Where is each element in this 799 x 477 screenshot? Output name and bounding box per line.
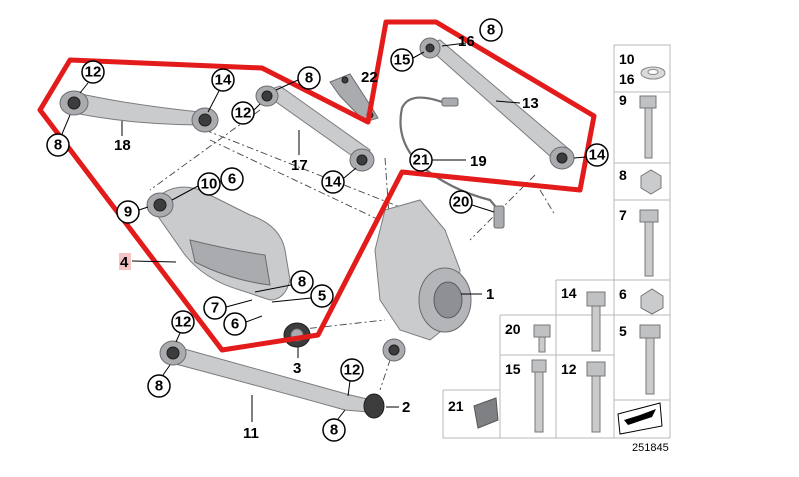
bolt-20-icon — [533, 324, 551, 338]
svg-text:14: 14 — [325, 174, 342, 191]
grid-label-7: 7 — [619, 207, 627, 223]
callout-1: 1 — [486, 286, 494, 303]
callout-8-lower: 8 — [290, 270, 314, 294]
cable-clip-icon — [473, 397, 499, 429]
wheel-carrier-1 — [374, 199, 472, 362]
svg-text:6: 6 — [231, 316, 239, 333]
callout-14-right: 14 — [585, 143, 609, 167]
callout-5: 5 — [310, 284, 334, 308]
bolt-5-icon — [639, 324, 661, 339]
grid-label-21: 21 — [448, 398, 464, 414]
callout-20: 20 — [449, 190, 473, 214]
grid-label-10: 10 — [619, 51, 635, 67]
callout-3: 3 — [293, 360, 301, 377]
callout-8-mid: 8 — [297, 66, 321, 90]
callout-8-bottom: 8 — [322, 418, 346, 442]
callout-14-mid: 14 — [321, 170, 345, 194]
bolt-12-icon — [586, 361, 606, 377]
svg-text:12: 12 — [235, 105, 252, 122]
control-arm-18 — [59, 90, 219, 133]
sensor-cable-19 — [399, 96, 505, 229]
callout-19: 19 — [470, 153, 487, 170]
svg-text:10: 10 — [201, 176, 218, 193]
svg-text:5: 5 — [318, 288, 326, 305]
callout-12-mid: 12 — [231, 101, 255, 125]
svg-text:8: 8 — [330, 422, 338, 439]
svg-text:9: 9 — [124, 204, 132, 221]
callout-16-top: 16 — [458, 33, 475, 50]
bolt-7-icon — [639, 209, 659, 223]
callout-8-left: 8 — [46, 133, 70, 157]
grid-label-14: 14 — [561, 285, 577, 301]
grid-label-6: 6 — [619, 286, 627, 302]
svg-text:21: 21 — [413, 152, 430, 169]
callout-12-tl: 12 — [81, 60, 105, 84]
svg-text:8: 8 — [487, 22, 495, 39]
grid-label-8: 8 — [619, 167, 627, 183]
svg-text:6: 6 — [228, 171, 236, 188]
svg-text:14: 14 — [215, 72, 232, 89]
grid-label-9: 9 — [619, 92, 627, 108]
callout-4-highlight — [119, 253, 131, 270]
fastener-grid: 10 16 9 8 7 6 5 14 20 15 12 21 2518 — [442, 44, 671, 454]
svg-text:8: 8 — [305, 70, 313, 87]
callout-12-right: 12 — [340, 358, 364, 382]
control-arm-13 — [419, 37, 575, 170]
svg-text:8: 8 — [54, 137, 62, 154]
callout-15-top: 15 — [390, 48, 414, 72]
nut-6-icon — [640, 288, 664, 315]
svg-text:20: 20 — [453, 194, 470, 211]
svg-text:12: 12 — [344, 362, 361, 379]
grid-label-16: 16 — [619, 71, 635, 87]
grid-label-15: 15 — [505, 361, 521, 377]
callout-14-tl: 14 — [211, 68, 235, 92]
callout-4: 4 — [120, 254, 129, 271]
stud-15-icon — [531, 359, 547, 373]
control-arm-11 — [159, 340, 385, 419]
callouts: 8 16 15 13 14 12 14 8 18 — [46, 18, 609, 442]
grid-label-20: 20 — [505, 321, 521, 337]
diagram-number: 251845 — [632, 442, 669, 454]
callout-13: 13 — [522, 95, 539, 112]
nut-8-icon — [640, 169, 662, 195]
callout-12-left: 12 — [171, 310, 195, 334]
callout-18: 18 — [114, 137, 131, 154]
svg-text:7: 7 — [211, 300, 219, 317]
control-arm-17 — [255, 85, 375, 172]
callout-17: 17 — [291, 157, 308, 174]
callout-11: 11 — [243, 425, 259, 442]
callout-6-top: 6 — [220, 167, 244, 191]
callout-6-lower: 6 — [223, 312, 247, 336]
grid-label-12: 12 — [561, 361, 577, 377]
svg-text:8: 8 — [298, 274, 306, 291]
bolt-14-icon — [586, 291, 606, 307]
callout-2: 2 — [402, 399, 410, 416]
callout-9: 9 — [116, 200, 140, 224]
callout-7: 7 — [203, 296, 227, 320]
callout-22: 22 — [361, 69, 378, 86]
svg-text:12: 12 — [85, 64, 102, 81]
callout-21: 21 — [409, 148, 433, 172]
callout-8-top: 8 — [479, 18, 503, 42]
svg-text:14: 14 — [589, 147, 606, 164]
callout-10: 10 — [197, 172, 221, 196]
grid-label-5: 5 — [619, 323, 627, 339]
bolt-9-icon — [639, 95, 657, 109]
svg-text:15: 15 — [394, 52, 411, 69]
callout-8-bl: 8 — [147, 374, 171, 398]
svg-text:12: 12 — [175, 314, 192, 331]
svg-text:8: 8 — [155, 378, 163, 395]
